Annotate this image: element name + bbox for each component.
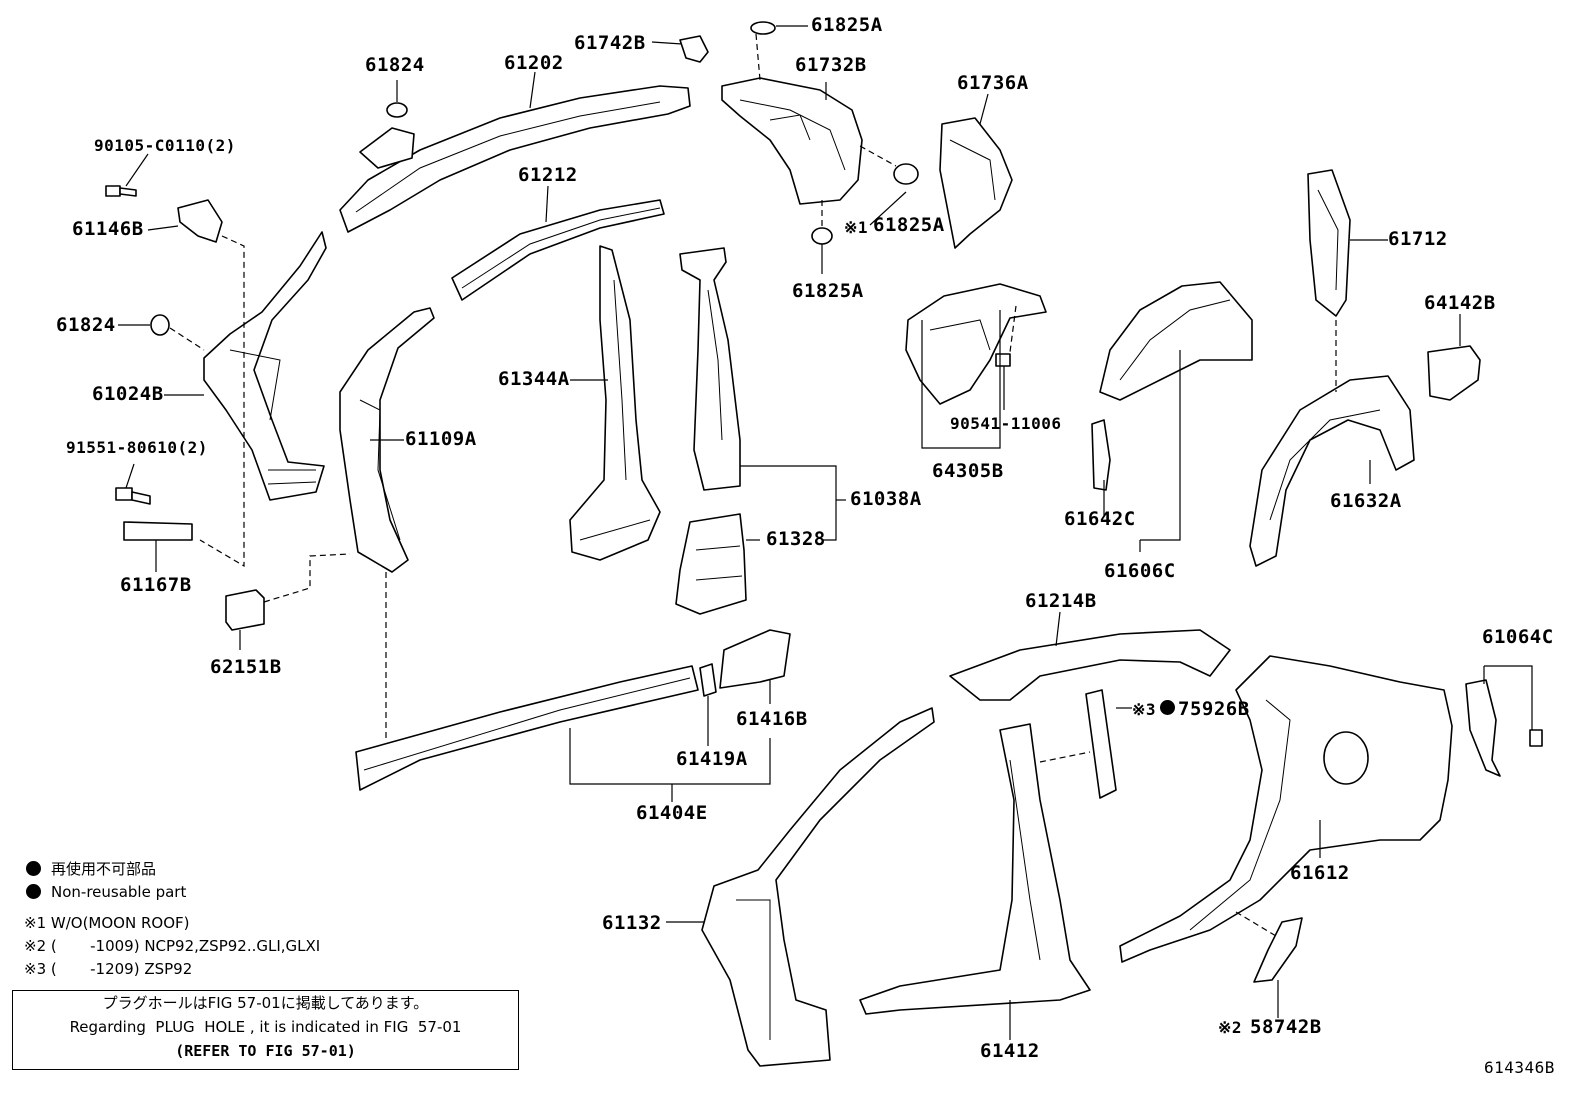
label-61419a: 61419A [676,748,748,770]
figure-number: 614346B [1484,1058,1555,1077]
label-61212: 61212 [518,164,578,186]
label-61632a: 61632A [1330,490,1402,512]
legend-en-text: Non-reusable part [51,883,187,901]
label-61146b: 61146B [72,218,144,240]
plug-61825A-low [811,227,833,245]
wheelhouse-61606c [1099,281,1253,401]
pillar-61712 [1307,169,1351,317]
label-61642c: 61642C [1064,508,1136,530]
center-pillar-outer-61412 [859,723,1091,1015]
leader-lines [118,25,1533,1040]
label-61825a-top: 61825A [811,14,883,36]
label-61214b: 61214B [1025,590,1097,612]
plug-61824-left [150,314,170,336]
pillar-lower-61328 [675,513,747,615]
bracket-61416b [719,629,791,689]
legend-jp-text: 再使用不可部品 [51,860,157,878]
legend-note-1: ※1 W/O(MOON ROOF) [24,914,190,932]
label-61606c: 61606C [1104,560,1176,582]
block-62151b [225,589,265,631]
bullet-icon [26,861,41,876]
label-61732b: 61732B [795,54,867,76]
label-61824-left: 61824 [56,314,116,336]
rocker-61404e [355,665,699,791]
label-61404e: 61404E [636,802,708,824]
label-61712: 61712 [1388,228,1448,250]
strip-75926b [1085,689,1117,799]
non-reusable-dot-75926b [1160,700,1175,719]
roof-rail-inner-61212 [451,199,665,301]
wheelhouse-outer-61632a [1249,375,1415,567]
bracket-61167b [123,521,193,541]
pillar-inner-61038a [679,247,741,491]
bolt-91551 [115,487,151,505]
notice-jp: プラグホールはFIG 57-01に掲載してあります。 [102,994,429,1012]
bracket-61642c [1091,419,1111,491]
body-side-front-61132 [701,707,935,1067]
label-61167b: 61167B [120,574,192,596]
label-61825a-mid: 61825A [873,214,945,236]
bolt-90105 [105,185,137,197]
label-91551: 91551-80610(2) [66,438,208,457]
center-pillar-61344a [569,245,661,561]
label-61612: 61612 [1290,862,1350,884]
bullet-icon [26,884,41,899]
quarter-upper-61732b [721,77,863,205]
label-75926b: 75926B [1178,698,1250,720]
roof-side-rail-outer [339,85,691,233]
plug-61825A-mid [893,163,919,185]
label-64142b: 64142B [1424,292,1496,314]
plug-hole-notice: プラグホールはFIG 57-01に掲載してあります。 Regarding PLU… [12,990,519,1070]
label-61742b: 61742B [574,32,646,54]
quarter-panel-61612 [1119,655,1453,963]
roof-rail-outer-61214b [949,629,1231,701]
label-61038a: 61038A [850,488,922,510]
panel-61736a [939,117,1013,249]
part-64142b [1427,345,1481,401]
front-pillar-61024b [203,231,327,501]
label-61064c: 61064C [1482,626,1554,648]
label-61202: 61202 [504,52,564,74]
bracket-61064c [1465,679,1543,777]
plug-61825A-top [750,21,776,35]
plug-61824-top [386,102,408,118]
label-61344a: 61344A [498,368,570,390]
label-90105: 90105-C0110(2) [94,136,236,155]
label-64305b: 64305B [932,460,1004,482]
label-90541: 90541-11006 [950,414,1062,433]
legend-note-3: ※3 ( -1209) ZSP92 [24,960,193,978]
label-58742b-mark: ※2 [1218,1018,1243,1037]
panel-58742b [1253,917,1303,983]
bracket-61742b [679,35,709,63]
label-61825a-low: 61825A [792,280,864,302]
legend-note-2: ※2 ( -1009) NCP92,ZSP92..GLI,GLXI [24,937,321,955]
label-62151b: 62151B [210,656,282,678]
label-61132: 61132 [602,912,662,934]
label-61824-top: 61824 [365,54,425,76]
label-61825a-mid-mark: ※1 [844,218,869,237]
label-61412: 61412 [980,1040,1040,1062]
panel-64305b [905,283,1047,405]
clip-90541 [995,353,1011,367]
legend-non-reusable-jp: 再使用不可部品 [26,858,156,879]
label-58742b: 58742B [1250,1016,1322,1038]
bracket-61146b [177,199,223,243]
dashed-lines [169,33,1337,937]
label-61736a: 61736A [957,72,1029,94]
label-61328: 61328 [766,528,826,550]
label-61416b: 61416B [736,708,808,730]
notice-ref: (REFER TO FIG 57-01) [175,1042,356,1060]
legend-non-reusable-en: Non-reusable part [26,883,186,901]
bracket-61419a [699,663,717,697]
label-75926b-mark: ※3 [1132,700,1157,719]
label-61109a: 61109A [405,428,477,450]
label-61024b: 61024B [92,383,164,405]
notice-en: Regarding PLUG HOLE , it is indicated in… [69,1018,462,1036]
